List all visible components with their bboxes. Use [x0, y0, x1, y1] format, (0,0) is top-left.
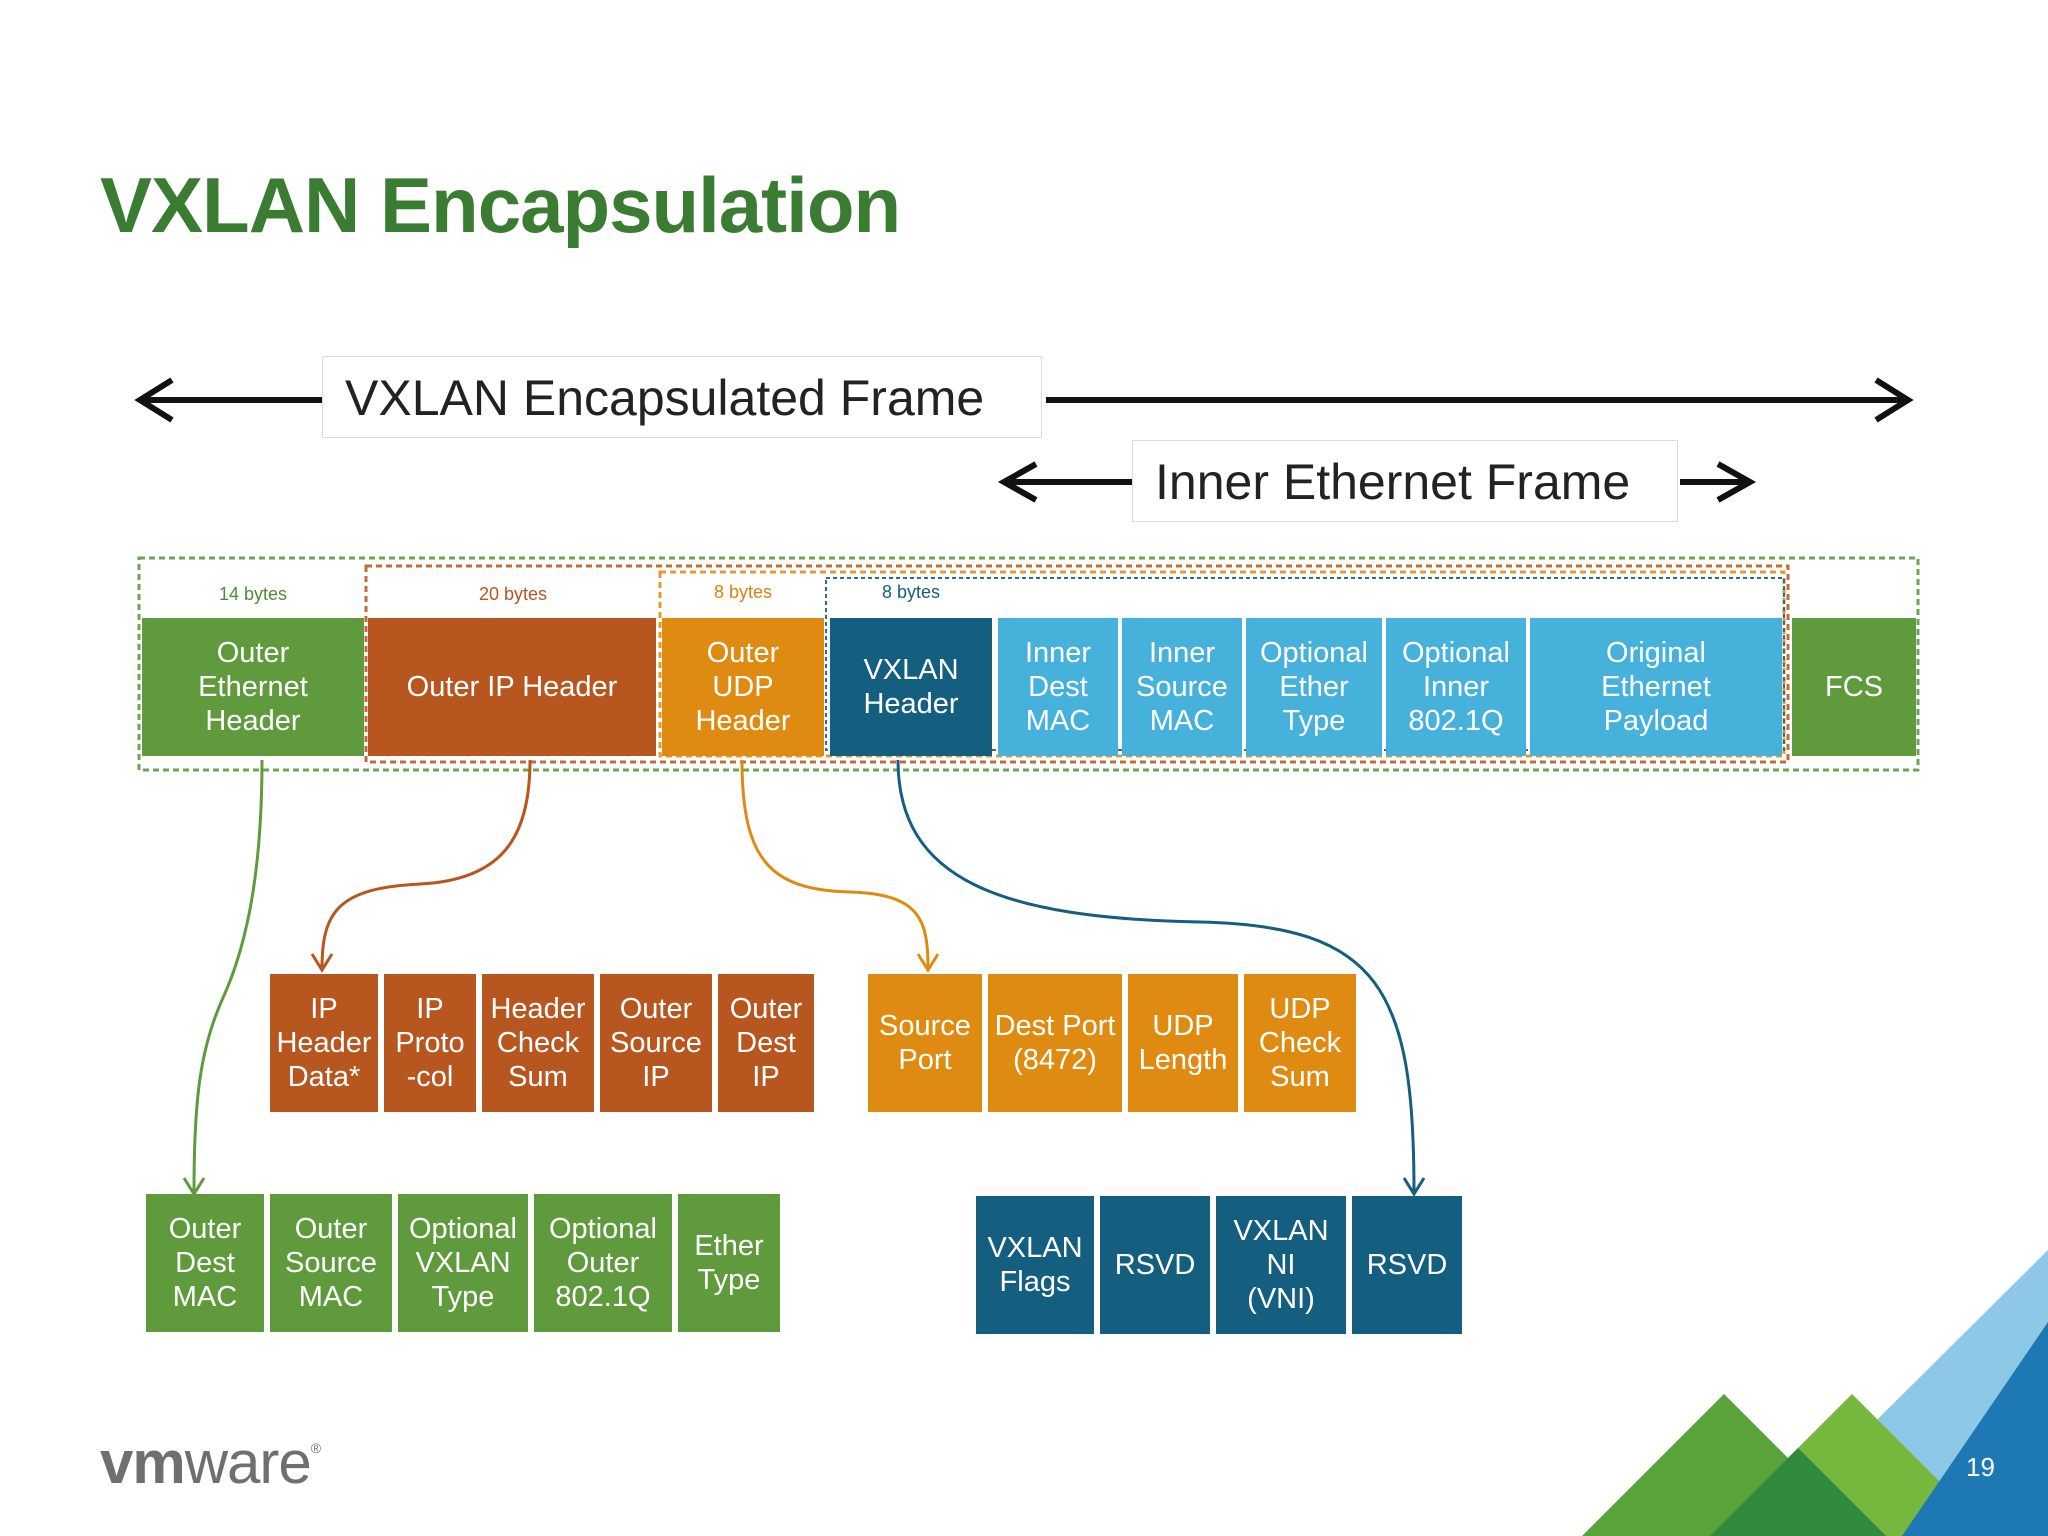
ip-header-data-field: IP Header Data*	[270, 974, 378, 1112]
outer-ethernet-bytes-label: 14 bytes	[218, 584, 288, 604]
ip-protocol-field: IP Proto -col	[384, 974, 476, 1112]
ethernet-connector	[192, 759, 264, 1193]
vxlan-section-outline	[825, 577, 1785, 751]
inner-frame-arrow	[997, 461, 1757, 503]
vxlan-connector	[896, 759, 1416, 1193]
outer-dest-mac-field: Outer Dest MAC	[146, 1194, 264, 1332]
header-checksum-field: Header Check Sum	[482, 974, 594, 1112]
inner-dest-mac: Inner Dest MAC	[998, 618, 1118, 756]
page-number: 19	[1966, 1452, 1995, 1482]
outer-source-ip-field: Outer Source IP	[600, 974, 712, 1112]
optional-outer-8021q-field: Optional Outer 802.1Q	[534, 1194, 672, 1332]
dest-port-field: Dest Port (8472)	[988, 974, 1122, 1112]
rsvd-field-1: RSVD	[1100, 1196, 1210, 1334]
encapsulated-frame-arrow	[134, 377, 1914, 423]
outer-udp-bytes-label: 8 bytes	[713, 582, 773, 602]
outer-source-mac-field: Outer Source MAC	[270, 1194, 392, 1332]
optional-vxlan-type-field: Optional VXLAN Type	[398, 1194, 528, 1332]
fcs: FCS	[1792, 618, 1916, 756]
original-ethernet-payload: Original Ethernet Payload	[1530, 618, 1782, 756]
rsvd-field-2: RSVD	[1352, 1196, 1462, 1334]
vni-field: VXLAN NI (VNI)	[1216, 1196, 1346, 1334]
optional-inner-8021q: Optional Inner 802.1Q	[1386, 618, 1526, 756]
vmware-logo: vmware®	[100, 1429, 321, 1496]
encapsulated-frame-label: VXLAN Encapsulated Frame	[322, 356, 1042, 438]
corner-decoration	[1582, 1250, 2048, 1536]
optional-ether-type: Optional Ether Type	[1246, 618, 1382, 756]
outer-dest-ip-field: Outer Dest IP	[718, 974, 814, 1112]
udp-connector	[740, 759, 930, 969]
outer-ethernet-header: Outer Ethernet Header	[142, 618, 364, 756]
udp-length-field: UDP Length	[1128, 974, 1238, 1112]
vxlan-bytes-label: 8 bytes	[881, 582, 941, 602]
slide-title: VXLAN Encapsulation	[100, 161, 901, 249]
ether-type-field: Ether Type	[678, 1194, 780, 1332]
source-port-field: Source Port	[868, 974, 982, 1112]
udp-checksum-field: UDP Check Sum	[1244, 974, 1356, 1112]
frame-outline	[137, 556, 1920, 772]
outer-ip-header: Outer IP Header	[368, 618, 656, 756]
ip-connector	[320, 759, 532, 969]
vxlan-flags-field: VXLAN Flags	[976, 1196, 1094, 1334]
ip-section-outline	[364, 564, 1790, 764]
outer-udp-header: Outer UDP Header	[662, 618, 824, 756]
inner-source-mac: Inner Source MAC	[1122, 618, 1242, 756]
outer-ip-bytes-label: 20 bytes	[478, 584, 548, 604]
inner-frame-label: Inner Ethernet Frame	[1132, 440, 1678, 522]
vxlan-header: VXLAN Header	[830, 618, 992, 756]
